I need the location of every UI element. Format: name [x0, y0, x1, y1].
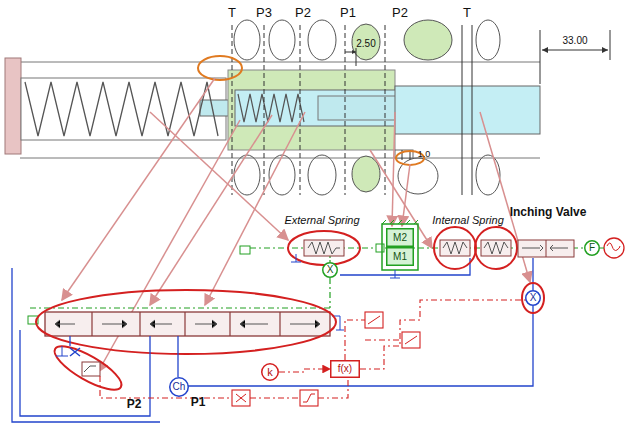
orifice-circle: X — [525, 290, 541, 306]
constant-source: k — [261, 363, 279, 381]
component-label: Internal Spring — [432, 214, 504, 226]
mass-block: M1 — [386, 247, 414, 266]
chamber-circle: Ch — [169, 377, 189, 397]
port-label: P2 — [295, 6, 311, 20]
force-source: F — [584, 240, 600, 256]
dimension-label: 33.00 — [562, 35, 587, 46]
port-label: T — [228, 6, 236, 20]
sensor-circle: X — [322, 262, 338, 278]
node-text: F — [589, 243, 595, 253]
dimension-label: 1.0 — [418, 150, 431, 160]
port-label: P2 — [392, 6, 408, 20]
port-label: T — [463, 6, 471, 20]
dimension-label: 2.50 — [356, 38, 375, 49]
port-label: P2 — [127, 398, 142, 411]
node-text: f(x) — [338, 364, 352, 374]
node-text: M2 — [393, 233, 407, 243]
mass-block: M2 — [386, 228, 414, 247]
function-block: f(x) — [330, 360, 360, 378]
signal-connector — [279, 369, 330, 372]
component-label: External Spring — [284, 214, 359, 226]
node-text: Ch — [173, 382, 186, 392]
port-label: P3 — [256, 6, 272, 20]
port-label: P1 — [191, 396, 206, 409]
node-text: X — [530, 293, 537, 303]
port-label: P1 — [340, 6, 356, 20]
node-text: M1 — [393, 252, 407, 262]
node-text: X — [327, 265, 334, 275]
node-text: k — [267, 367, 273, 378]
component-label: Inching Valve — [510, 206, 587, 219]
